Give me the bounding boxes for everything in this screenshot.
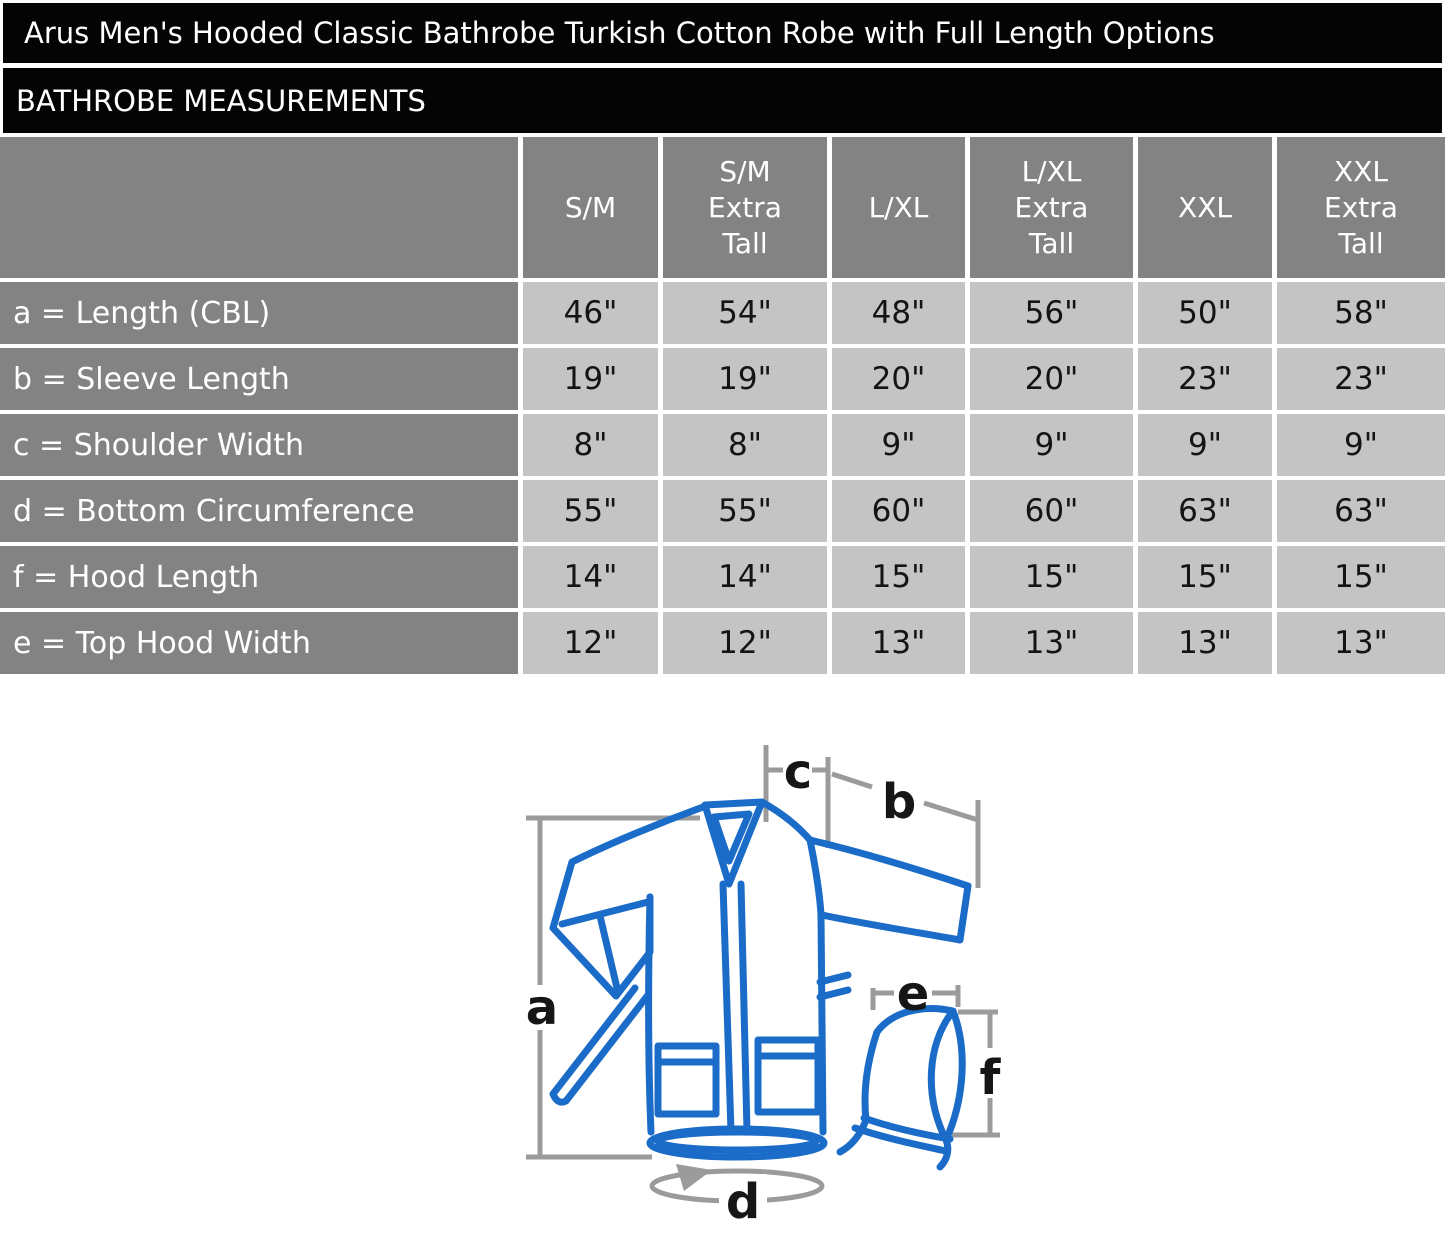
dimension-c [763,745,831,848]
product-title-bar: Arus Men's Hooded Classic Bathrobe Turki… [3,3,1442,63]
size-value: 13" [970,612,1133,674]
size-value: 63" [1277,480,1445,542]
hem-inner [654,1128,820,1154]
table-corner-cell [0,137,518,278]
size-value: 14" [523,546,658,608]
size-value: 13" [1138,612,1272,674]
size-value: 63" [1138,480,1272,542]
header-line: Tall [722,226,768,260]
dim-label-a: a [526,980,558,1036]
row-label-top-hood-width: e = Top Hood Width [0,612,518,674]
row-label-bottom-circumference: d = Bottom Circumference [0,480,518,542]
left-sleeve [549,803,707,1000]
column-header-sm-extra-tall: S/M Extra Tall [663,137,827,278]
column-header-lxl-extra-tall: L/XL Extra Tall [970,137,1133,278]
header-line: XXL [1178,190,1232,224]
row-label-shoulder-width: c = Shoulder Width [0,414,518,476]
dim-label-e: e [897,966,930,1022]
row-label-length: a = Length (CBL) [0,282,518,344]
column-header-xxl-extra-tall: XXL Extra Tall [1277,137,1445,278]
row-label-hood-length: f = Hood Length [0,546,518,608]
belt-loops [816,971,852,1001]
header-line: Extra [1014,190,1089,224]
size-value: 23" [1277,348,1445,410]
size-value: 9" [832,414,965,476]
dimension-f [952,1009,1000,1138]
size-value: 15" [832,546,965,608]
size-value: 15" [1138,546,1272,608]
size-value: 14" [663,546,827,608]
size-value: 55" [523,480,658,542]
size-value: 58" [1277,282,1445,344]
size-value: 48" [832,282,965,344]
header-line: S/M [719,154,771,188]
header-line: Tall [1338,226,1384,260]
size-value: 8" [523,414,658,476]
dim-label-d: d [726,1174,760,1230]
size-value: 12" [523,612,658,674]
dimension-b [831,771,981,888]
label-backdrop-d [719,1174,767,1224]
dimension-e [870,985,961,1010]
right-sleeve [806,836,972,944]
column-header-sm: S/M [523,137,658,278]
pocket-right [754,1036,822,1116]
column-header-lxl: L/XL [832,137,965,278]
section-title: BATHROBE MEASUREMENTS [16,83,426,118]
size-value: 9" [1277,414,1445,476]
size-value: 60" [970,480,1133,542]
product-title: Arus Men's Hooded Classic Bathrobe Turki… [24,16,1215,50]
header-line: L/XL [1021,154,1082,188]
header-line: Extra [1324,190,1398,224]
size-value: 19" [523,348,658,410]
pocket-left [654,1042,720,1118]
header-line: Extra [708,190,782,224]
size-value: 55" [663,480,827,542]
collar-outer [701,798,766,888]
dimension-a [526,815,700,1160]
right-shoulder [758,798,814,844]
size-value: 9" [1138,414,1272,476]
dim-label-b: b [882,774,916,830]
bathrobe-outline [549,798,972,1171]
size-value: 50" [1138,282,1272,344]
measurements-table: S/M S/M Extra Tall L/XL L/XL Extra Tall … [0,137,1445,674]
size-value: 15" [970,546,1133,608]
header-line: XXL [1334,154,1388,188]
dimension-labels: a b c d e f [526,744,1002,1230]
size-value: 20" [832,348,965,410]
hood-outline [836,1005,966,1171]
dim-label-f: f [980,1050,1002,1106]
dim-label-c: c [784,744,812,800]
header-line: S/M [564,190,617,224]
collar-inner [710,810,753,865]
size-value: 60" [832,480,965,542]
header-line: Tall [1028,226,1075,260]
size-value: 46" [523,282,658,344]
section-header-bar: BATHROBE MEASUREMENTS [3,68,1442,133]
rotation-arrowhead [676,1164,712,1191]
size-value: 13" [832,612,965,674]
size-value: 13" [1277,612,1445,674]
size-value: 23" [1138,348,1272,410]
front-band [719,880,751,1135]
size-value: 54" [663,282,827,344]
belt-tie [549,984,652,1106]
left-sleeve-creases [558,898,652,992]
column-header-xxl: XXL [1138,137,1272,278]
row-label-sleeve-length: b = Sleeve Length [0,348,518,410]
size-value: 56" [970,282,1133,344]
header-line: L/XL [868,190,929,224]
size-value: 9" [970,414,1133,476]
size-value: 20" [970,348,1133,410]
size-value: 15" [1277,546,1445,608]
size-value: 12" [663,612,827,674]
size-value: 8" [663,414,827,476]
size-value: 19" [663,348,827,410]
